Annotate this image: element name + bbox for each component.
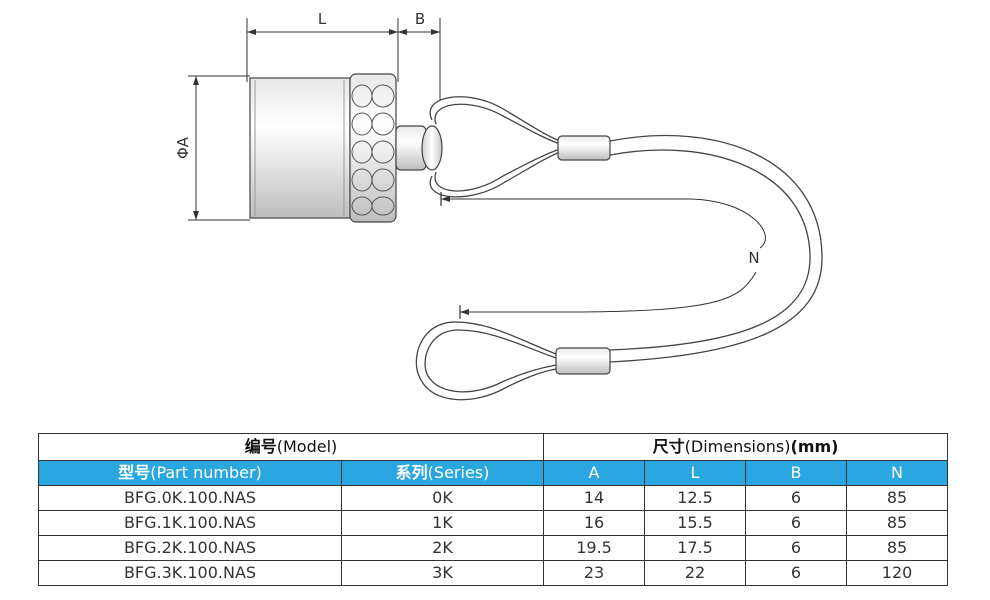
cell-b: 6 <box>745 535 848 561</box>
cell-a: 14 <box>543 485 646 511</box>
upper-loop <box>429 96 561 198</box>
cell-series: 3K <box>340 560 545 586</box>
cell-n: 120 <box>846 560 949 586</box>
dimension-a: ΦA <box>174 75 250 221</box>
group-header-model: 编号(Model) <box>37 433 545 461</box>
col-header-n: N <box>846 460 949 486</box>
cell-a: 19.5 <box>543 535 646 561</box>
table-group-header: 编号(Model) 尺寸(Dimensions)(mm) <box>37 433 949 461</box>
cell-l: 15.5 <box>644 510 747 536</box>
table-row: BFG.0K.100.NAS 0K 14 12.5 6 85 <box>38 485 949 511</box>
cell-l: 22 <box>644 560 747 586</box>
col-header-l: L <box>644 460 747 486</box>
cell-part-number: BFG.3K.100.NAS <box>38 560 342 586</box>
dimension-b: B <box>398 10 441 100</box>
cap-body <box>249 73 443 223</box>
cable <box>609 134 823 363</box>
col-header-part-number: 型号(Part number) <box>38 460 342 486</box>
upper-crimp-sleeve <box>557 135 611 161</box>
cell-part-number: BFG.2K.100.NAS <box>38 535 342 561</box>
cell-series: 0K <box>340 485 545 511</box>
cell-series: 1K <box>340 510 545 536</box>
cell-n: 85 <box>846 510 949 536</box>
cell-b: 6 <box>745 560 848 586</box>
cell-series: 2K <box>340 535 545 561</box>
table-row: BFG.3K.100.NAS 3K 23 22 6 120 <box>38 560 949 586</box>
col-header-a: A <box>543 460 646 486</box>
dust-cap-drawing: L B ΦA <box>174 10 823 401</box>
dim-label-l: L <box>318 10 327 28</box>
col-header-series: 系列(Series) <box>340 460 545 486</box>
table-row: BFG.1K.100.NAS 1K 16 15.5 6 85 <box>38 510 949 536</box>
cell-l: 12.5 <box>644 485 747 511</box>
cell-b: 6 <box>745 510 848 536</box>
dimension-n: N <box>440 192 766 319</box>
table-column-header: 型号(Part number) 系列(Series) A L B N <box>38 460 949 486</box>
cell-part-number: BFG.1K.100.NAS <box>38 510 342 536</box>
technical-drawing: L B ΦA <box>174 10 823 401</box>
cell-a: 16 <box>543 510 646 536</box>
cell-l: 17.5 <box>644 535 747 561</box>
table-row: BFG.2K.100.NAS 2K 19.5 17.5 6 85 <box>38 535 949 561</box>
lower-loop <box>415 321 557 401</box>
cell-n: 85 <box>846 485 949 511</box>
cell-part-number: BFG.0K.100.NAS <box>38 485 342 511</box>
dim-label-b: B <box>415 10 425 28</box>
col-header-b: B <box>745 460 848 486</box>
dimension-l: L <box>246 10 399 82</box>
dim-label-a: ΦA <box>174 136 192 159</box>
spec-table-container: 编号(Model) 尺寸(Dimensions)(mm) 型号(Part num… <box>37 433 949 586</box>
cell-n: 85 <box>846 535 949 561</box>
cell-b: 6 <box>745 485 848 511</box>
dim-label-n: N <box>748 249 759 267</box>
lower-crimp-sleeve <box>555 347 611 375</box>
spec-table: 编号(Model) 尺寸(Dimensions)(mm) 型号(Part num… <box>37 433 949 586</box>
group-header-dimensions: 尺寸(Dimensions)(mm) <box>543 433 949 461</box>
cell-a: 23 <box>543 560 646 586</box>
